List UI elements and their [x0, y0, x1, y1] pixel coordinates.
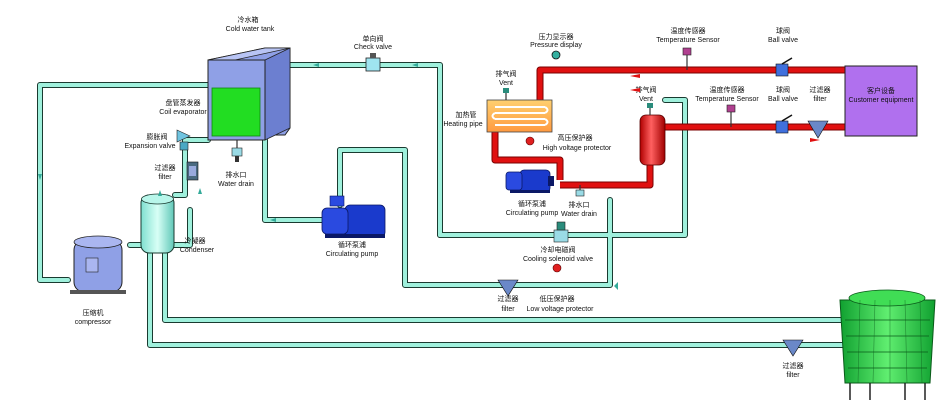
- filter-mid: [497, 279, 519, 297]
- filter-right-label-en: filter: [813, 96, 827, 103]
- check-valve-label-en: Check valve: [354, 44, 392, 51]
- filter-bottom-label-cn: 过滤器: [783, 361, 804, 370]
- cooling-solenoid-label-cn: 冷却电磁阀: [541, 245, 576, 254]
- water-drain-2: [575, 185, 585, 197]
- circulating-pump-mid-label-cn: 循环泵浦: [338, 240, 366, 249]
- temp-sensor-2-label-en: Temperature Sensor: [695, 96, 759, 103]
- temp-sensor-1-label-cn: 温度传感器: [671, 26, 706, 35]
- ball-valve-2: [775, 114, 793, 134]
- check-valve: [365, 53, 381, 72]
- customer-label-en: Customer equipment: [849, 97, 914, 104]
- customer-equipment: [844, 65, 918, 137]
- water-drain-1-label-en: Water drain: [218, 181, 254, 188]
- filter-left-label-en: filter: [158, 174, 172, 181]
- circulating-pump-right-label-cn: 循环泵浦: [518, 199, 546, 208]
- filter-mid-label-cn: 过滤器: [498, 294, 519, 303]
- filter-right: [807, 120, 829, 139]
- expansion-valve-label-en: Expansion valve: [125, 143, 176, 150]
- water-drain-2-label-cn: 排水口: [569, 200, 590, 209]
- temp-sensor-2-label-cn: 温度传感器: [710, 85, 745, 94]
- expansion-valve-label-cn: 膨胀阀: [147, 132, 168, 141]
- circulating-pump-mid: [321, 195, 386, 238]
- compressor: [70, 235, 126, 294]
- flow-arrows: [38, 63, 820, 290]
- circulating-pump-right: [505, 169, 554, 193]
- water-drain-1: [231, 140, 243, 162]
- high-voltage-label-cn: 高压保护器: [558, 133, 593, 142]
- condenser-label-en: Condenser: [180, 247, 215, 254]
- cooling-solenoid-label-en: Cooling solenoid valve: [523, 256, 593, 263]
- pressure-display-icon: [551, 50, 561, 60]
- ball-valve-1: [775, 57, 793, 77]
- filter-left-label-cn: 过滤器: [155, 163, 176, 172]
- ball-valve-1-label-cn: 球阀: [776, 26, 790, 35]
- filter-mid-label-en: filter: [501, 306, 515, 313]
- low-voltage-protector-icon: [552, 263, 562, 273]
- water-drain-2-label-en: Water drain: [561, 211, 597, 218]
- coil-evaporator-label-cn: 盘管蒸发器: [166, 98, 201, 107]
- filter-bottom: [782, 339, 804, 357]
- pressure-display-label-en: Pressure display: [530, 42, 582, 49]
- ball-valve-2-label-cn: 球阀: [776, 85, 790, 94]
- vent-1: [503, 88, 509, 100]
- heating-pipe-label-cn: 加热管: [456, 110, 477, 119]
- cold-water-tank-label-en: Cold water tank: [226, 26, 275, 33]
- heating-pipe: [486, 99, 553, 133]
- low-voltage-label-en: Low voltage protector: [527, 306, 595, 313]
- high-voltage-protector-icon: [525, 136, 535, 146]
- filter-left: [186, 161, 199, 181]
- cold-water-tank-label-cn: 冷水箱: [238, 15, 259, 24]
- water-pipes: [37, 62, 863, 348]
- filter-right-label-cn: 过滤器: [810, 85, 831, 94]
- heating-pipe-label-en: Heating pipe: [443, 121, 482, 128]
- circulating-pump-right-label-en: Circulating pump: [506, 210, 559, 217]
- water-drain-1-label-cn: 排水口: [226, 170, 247, 179]
- ball-valve-2-label-en: Ball valve: [768, 96, 798, 103]
- condenser: [140, 193, 175, 254]
- customer-label-cn: 客户设备: [867, 86, 895, 95]
- check-valve-label-cn: 单向阀: [363, 34, 384, 43]
- compressor-label-en: compressor: [75, 319, 112, 326]
- ball-valve-1-label-en: Ball valve: [768, 37, 798, 44]
- vent-2-label-en: Vent: [639, 96, 653, 103]
- temp-sensor-1-label-en: Temperature Sensor: [656, 37, 720, 44]
- hot-water-pipes: [491, 66, 845, 189]
- cooling-solenoid-valve: [553, 221, 569, 243]
- low-voltage-label-cn: 低压保护器: [540, 294, 575, 303]
- expansion-valve: [176, 129, 191, 151]
- expansion-tank-red: [639, 103, 666, 166]
- compressor-label-cn: 压缩机: [83, 308, 104, 317]
- circulating-pump-mid-label-en: Circulating pump: [326, 251, 379, 258]
- vent-2-label-cn: 排气阀: [636, 85, 657, 94]
- condenser-label-cn: 冷凝器: [185, 236, 206, 245]
- cold-water-tank: [207, 47, 291, 141]
- pressure-display-label-cn: 压力显示器: [539, 32, 574, 41]
- temperature-sensor-1: [682, 47, 692, 70]
- vent-1-label-cn: 排气阀: [496, 69, 517, 78]
- vent-1-label-en: Vent: [499, 80, 513, 87]
- coil-evaporator-label-en: Coil evaporator: [159, 109, 207, 116]
- cooling-tower: [839, 289, 936, 400]
- filter-bottom-label-en: filter: [786, 372, 800, 379]
- high-voltage-label-en: High voltage protector: [543, 145, 612, 152]
- temperature-sensor-2: [726, 104, 736, 127]
